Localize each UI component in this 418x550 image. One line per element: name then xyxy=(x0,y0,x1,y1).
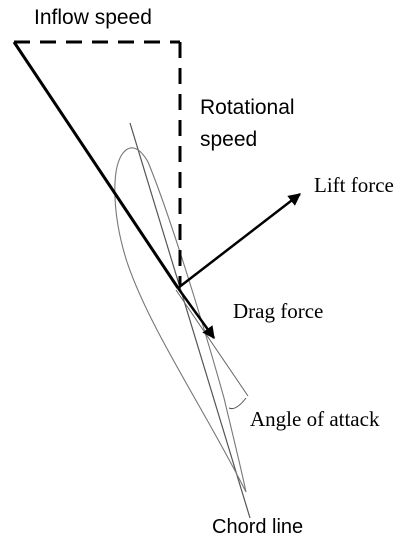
drag-force-arrow xyxy=(176,287,216,340)
drag-force-label: Drag force xyxy=(233,299,324,323)
rotational-speed-label-line2: speed xyxy=(200,128,258,151)
lift-force-label: Lift force xyxy=(314,173,394,197)
rotational-speed-label-line1: Rotational xyxy=(200,96,295,119)
inflow-speed-label: Inflow speed xyxy=(34,6,152,29)
inflow-speed-vector xyxy=(12,41,180,289)
lift-force-arrow xyxy=(177,193,301,289)
chord-line-label: Chord line xyxy=(212,516,304,538)
angle-of-attack-label: Angle of attack xyxy=(250,407,380,431)
inflow-reference-line xyxy=(175,289,249,397)
chord-line xyxy=(129,122,251,519)
airfoil-outline xyxy=(114,147,247,493)
angle-of-attack-arc xyxy=(228,397,247,409)
